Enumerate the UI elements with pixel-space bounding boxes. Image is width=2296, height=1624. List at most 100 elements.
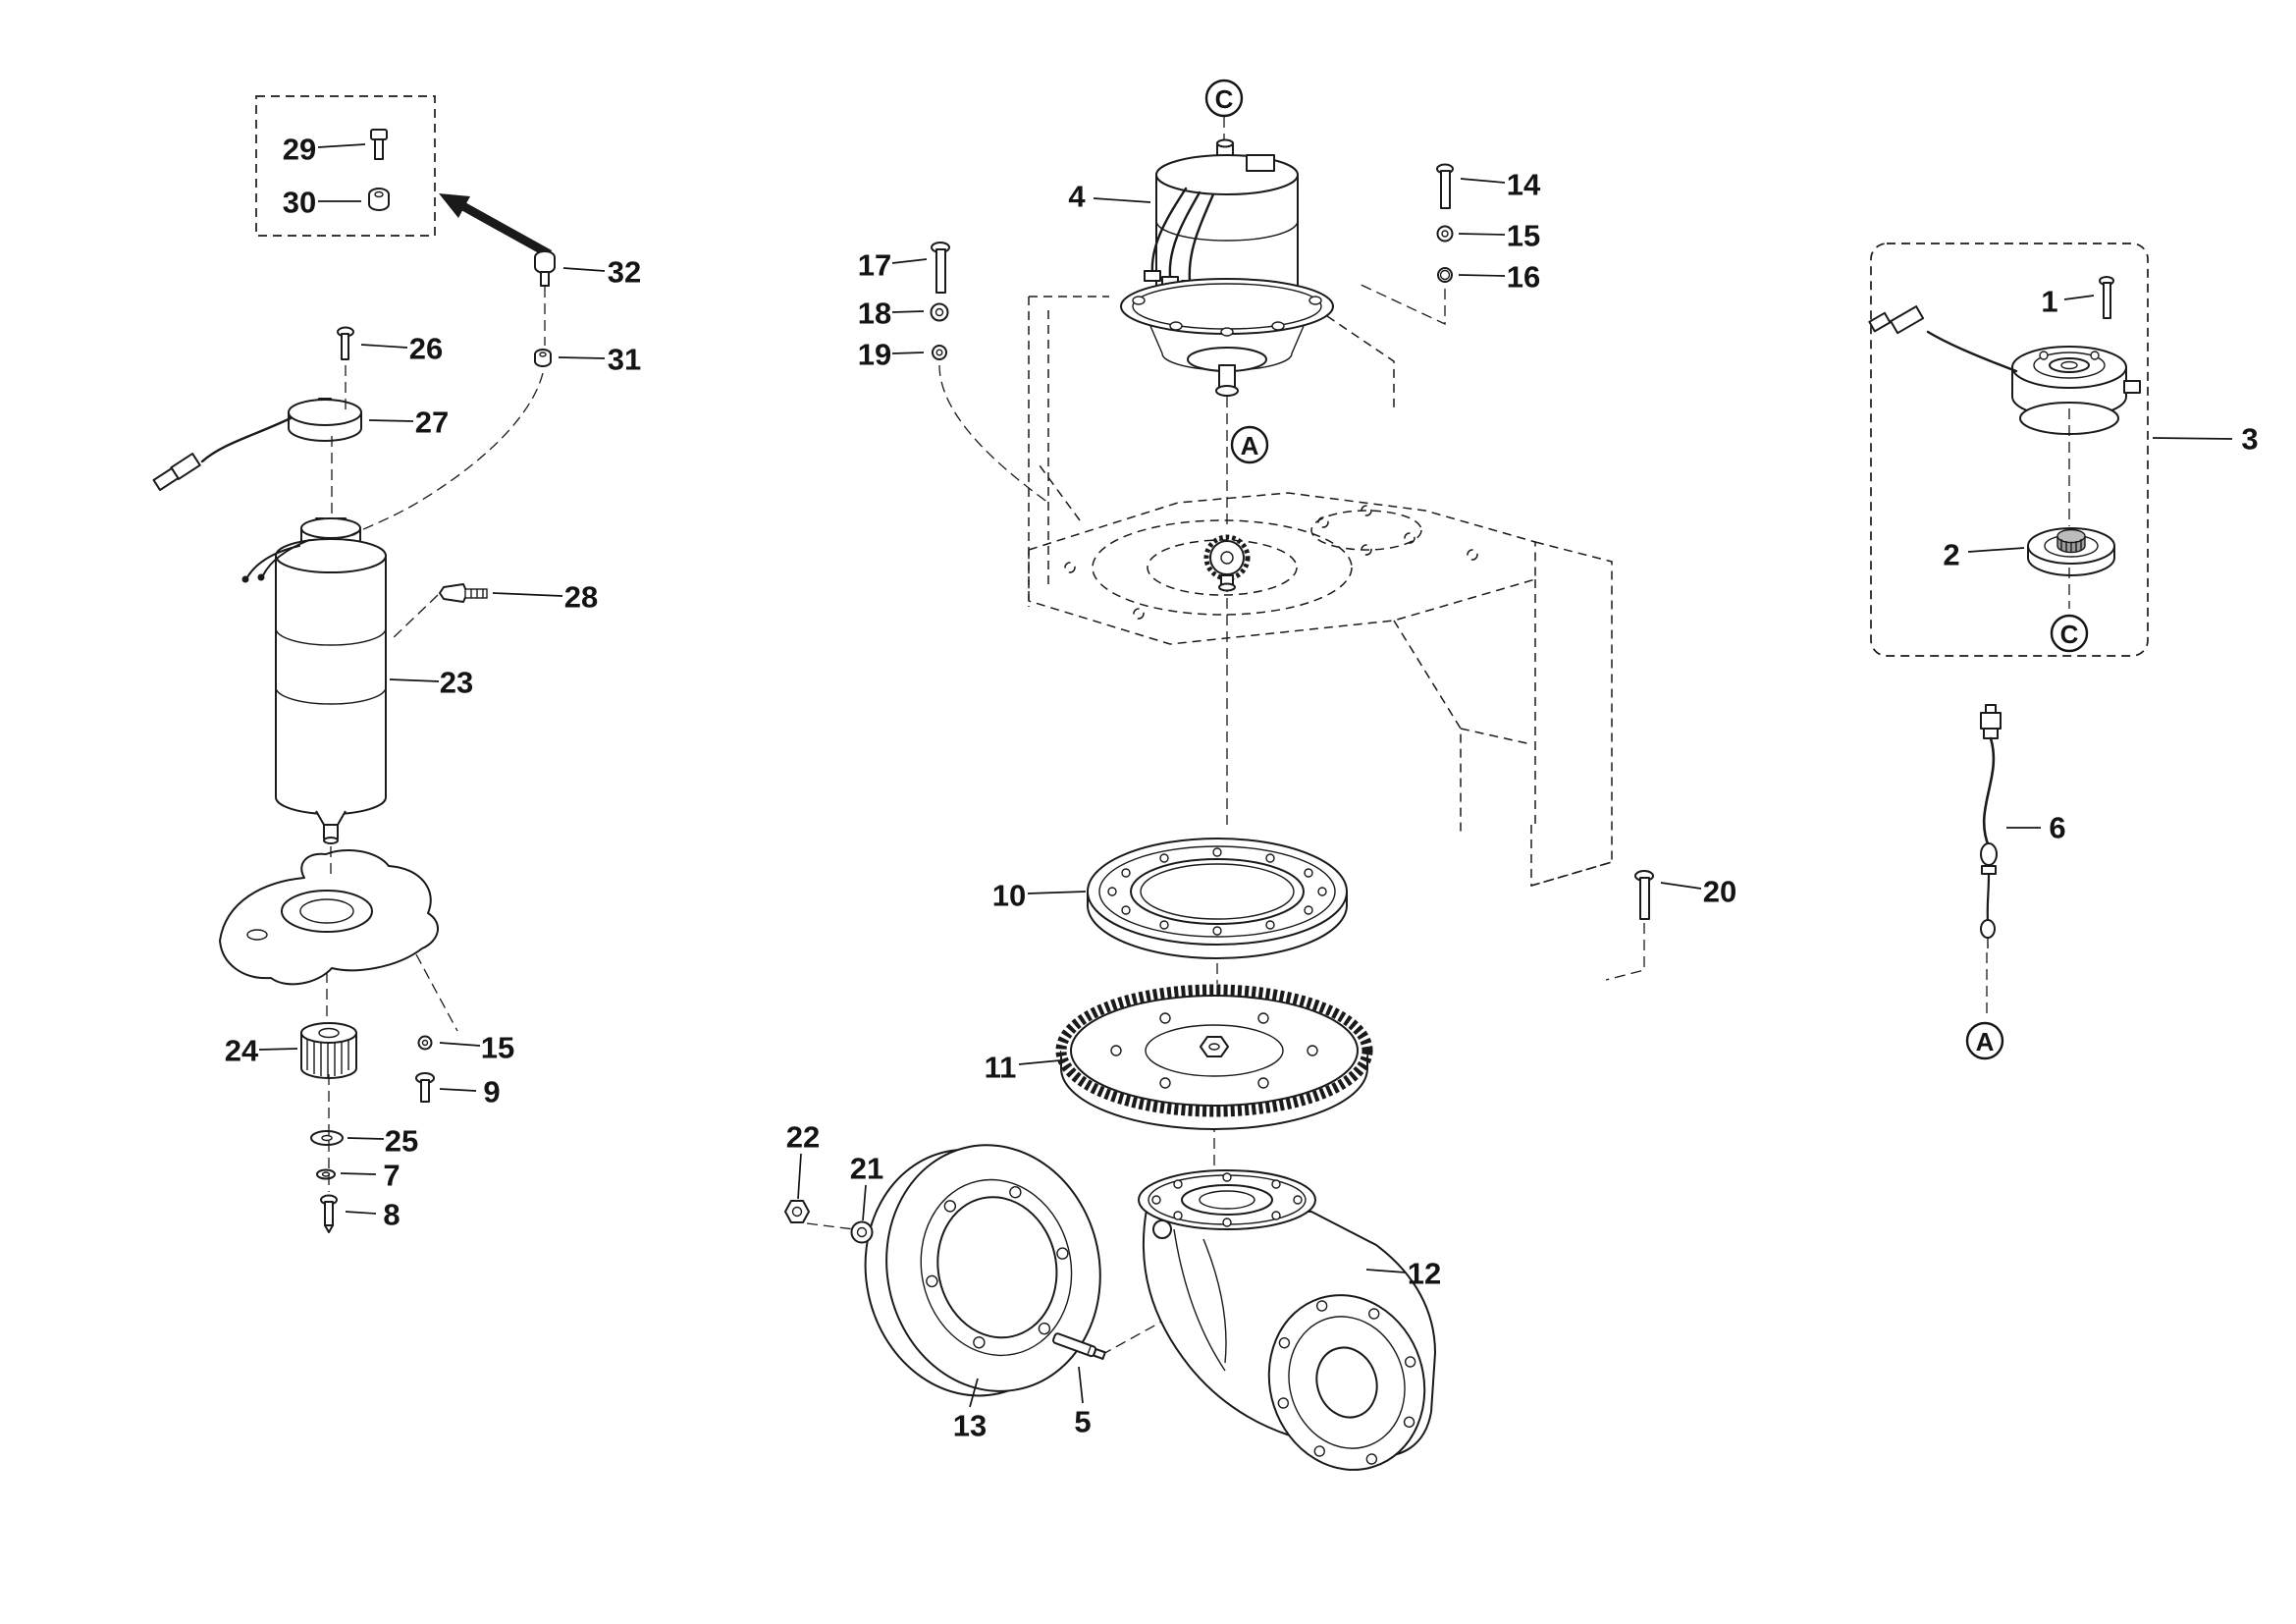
bolt-9 (415, 1072, 435, 1103)
callout-17: 17 (858, 248, 891, 283)
leader-line-24 (258, 1048, 298, 1051)
hub-part2 (2027, 527, 2115, 576)
leader-line-2 (1967, 547, 2025, 553)
washer-25 (310, 1130, 344, 1146)
callout-15: 15 (1507, 219, 1540, 253)
callout-6: 6 (2049, 811, 2065, 845)
leader-line-29 (317, 143, 366, 148)
drive-motor-part4 (1120, 138, 1334, 397)
inset-detail-box (255, 95, 436, 237)
callout-15: 15 (481, 1031, 514, 1065)
washer-16 (1437, 267, 1453, 283)
leader-line-17 (891, 258, 928, 264)
callout-25: 25 (385, 1124, 418, 1159)
ref-letter-A: A (1976, 1027, 1995, 1056)
ref-letter-C: C (1215, 84, 1234, 114)
fitting-28 (439, 583, 488, 603)
leader-line-7 (340, 1172, 377, 1175)
leader-line-32 (562, 267, 606, 272)
pump-motor-part23 (241, 517, 387, 844)
leader-line-5 (1078, 1366, 1084, 1404)
leader-line-11 (1018, 1059, 1061, 1065)
bolt-8 (320, 1194, 338, 1233)
nut-31 (534, 349, 552, 367)
ref-circle-C (2050, 614, 2089, 653)
ref-circle-A (1230, 425, 1269, 464)
leader-line-3 (2152, 437, 2233, 440)
washer-19 (932, 345, 947, 360)
callout-1: 1 (2041, 285, 2057, 319)
washer-15-right (1436, 225, 1454, 243)
leader-line-13 (969, 1378, 979, 1408)
callout-22: 22 (786, 1120, 820, 1155)
callout-16: 16 (1507, 260, 1540, 295)
cable-part6 (1980, 704, 2002, 948)
leader-line-20 (1660, 882, 1702, 890)
leader-line-8 (345, 1211, 377, 1215)
callout-19: 19 (858, 338, 891, 372)
callout-5: 5 (1074, 1405, 1091, 1439)
brake-detail-box (1870, 243, 2149, 657)
callout-26: 26 (409, 332, 443, 366)
callout-13: 13 (953, 1409, 987, 1443)
sensor-disc-part27 (152, 398, 362, 492)
construction-lines-right (1986, 408, 2070, 1019)
callout-28: 28 (564, 580, 598, 615)
callout-32: 32 (608, 255, 641, 290)
callout-18: 18 (858, 297, 891, 331)
cam-plate (219, 849, 439, 986)
leader-line-12 (1365, 1269, 1407, 1273)
bolt-20 (1634, 870, 1654, 920)
callout-31: 31 (608, 343, 641, 377)
construction-lines-left (326, 287, 546, 1192)
callout-24: 24 (225, 1034, 259, 1068)
drive-wheel-part13 (864, 1144, 1101, 1397)
callout-2: 2 (1943, 538, 1959, 572)
callout-29: 29 (283, 133, 316, 167)
leader-line-23 (389, 678, 440, 682)
leader-line-28 (492, 592, 563, 597)
leader-line-18 (891, 310, 925, 313)
callout-8: 8 (383, 1198, 400, 1232)
callout-23: 23 (440, 666, 473, 700)
callout-4: 4 (1068, 180, 1086, 214)
screw-29 (370, 129, 388, 160)
washer-7 (316, 1168, 336, 1180)
callout-30: 30 (283, 186, 316, 220)
brake-assembly-part3 (1868, 305, 2141, 435)
screw-1 (2099, 276, 2114, 319)
ref-letter-A: A (1241, 431, 1259, 460)
screw-26 (337, 326, 354, 360)
leader-line-27 (368, 419, 414, 422)
leader-line-31 (558, 356, 606, 359)
gearbox-part12 (1138, 1169, 1436, 1471)
callout-21: 21 (850, 1152, 883, 1186)
ref-circle-A (1965, 1021, 2004, 1060)
leader-line-15 (1458, 233, 1506, 236)
bolt-14 (1436, 163, 1454, 209)
leader-line-26 (360, 344, 408, 349)
leader-line-10 (1027, 891, 1087, 894)
washer-18 (930, 302, 949, 322)
callout-12: 12 (1408, 1257, 1441, 1291)
callout-27: 27 (415, 406, 449, 440)
callout-9: 9 (483, 1075, 500, 1110)
callout-14: 14 (1507, 168, 1541, 202)
callout-20: 20 (1703, 875, 1736, 909)
leader-line-22 (797, 1153, 802, 1200)
leader-line-15 (439, 1042, 481, 1047)
leader-line-21 (862, 1184, 867, 1221)
ref-circle-C (1204, 79, 1244, 118)
washer-15-left (417, 1035, 433, 1051)
pin-part5 (1052, 1332, 1106, 1360)
callout-10: 10 (992, 879, 1026, 913)
callout-11: 11 (985, 1051, 1017, 1085)
leader-line-9 (439, 1088, 477, 1092)
leader-line-14 (1460, 178, 1506, 184)
leader-line-4 (1093, 197, 1151, 203)
leader-line-19 (891, 352, 925, 354)
leader-line-25 (347, 1137, 385, 1140)
